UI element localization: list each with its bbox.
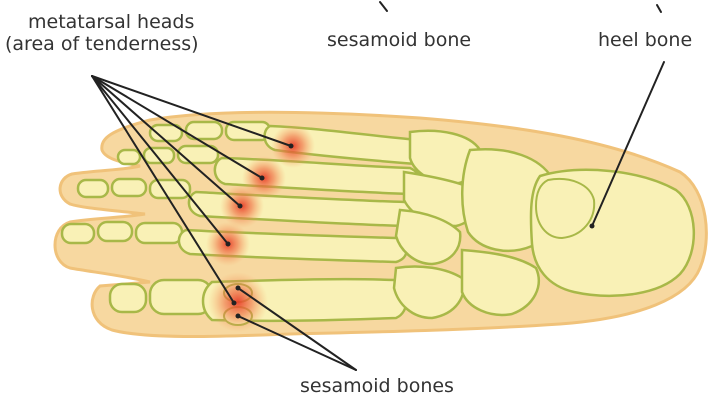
leader-line-top-edge [380,2,387,11]
label-area-of-tenderness: (area of tenderness) [5,33,199,55]
label-sesamoid-bones: sesamoid bones [300,375,454,397]
leader-line-top-right-edge [657,5,661,12]
label-heel-bone: heel bone [598,29,692,51]
label-metatarsal-heads: metatarsal heads [28,11,194,33]
label-sesamoid-bone: sesamoid bone [327,29,471,51]
